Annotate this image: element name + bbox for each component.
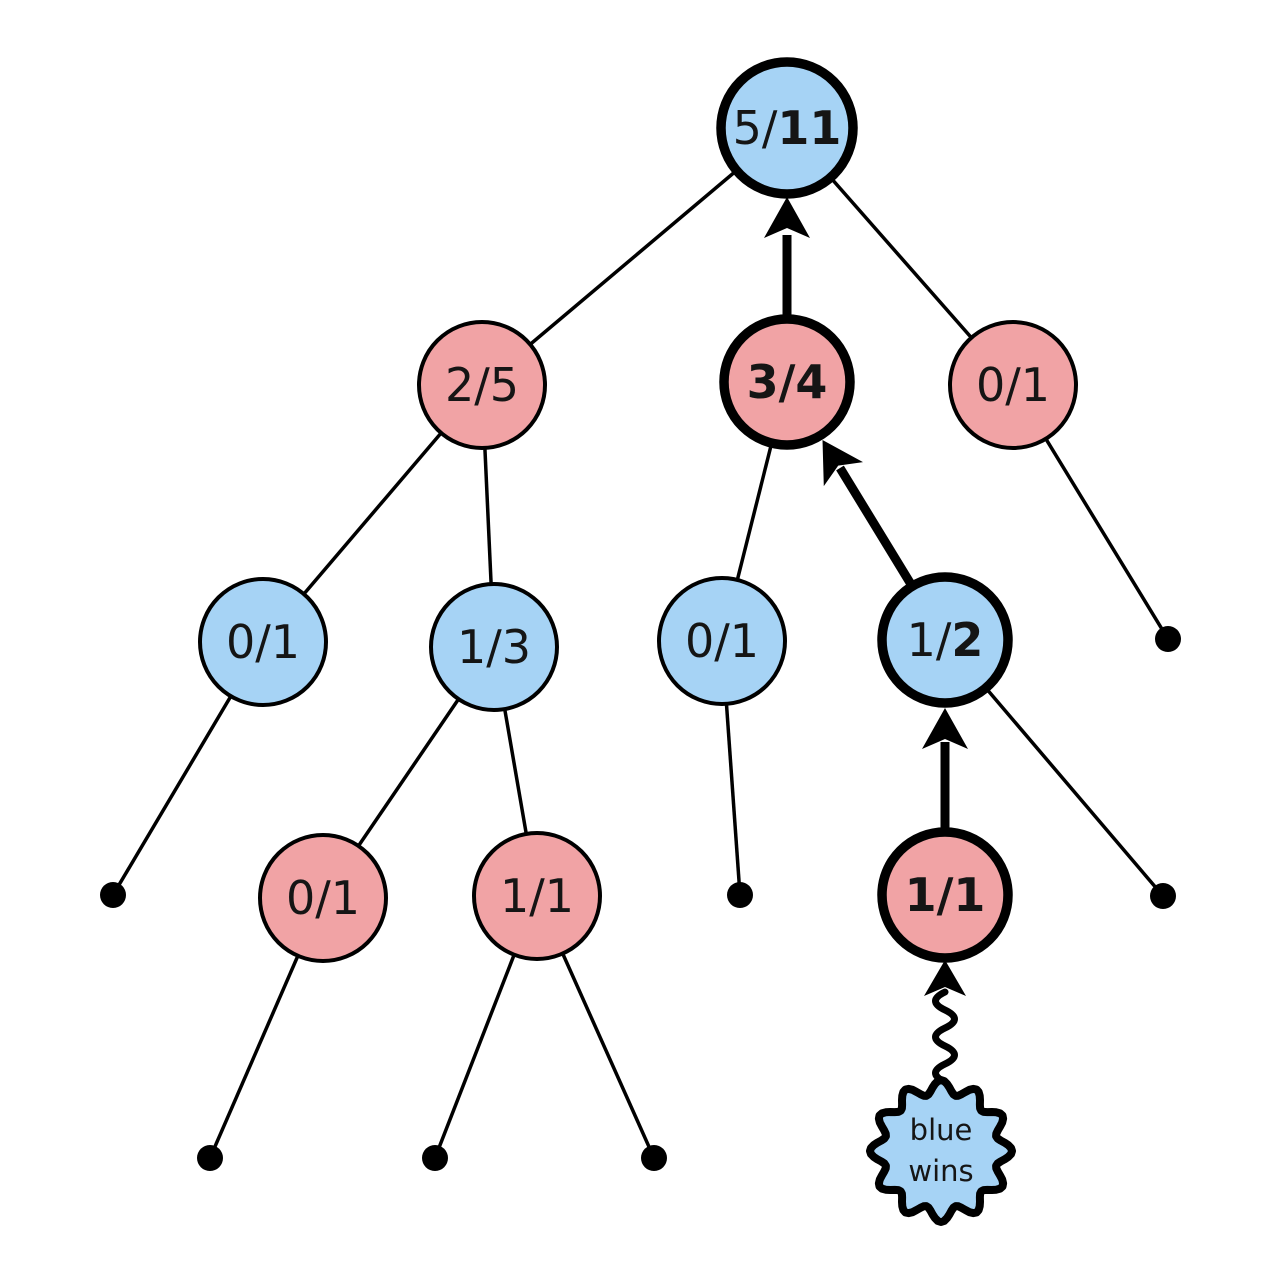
node-circle: [417, 320, 547, 450]
squiggle-line: [932, 988, 958, 1086]
node-circle: [198, 577, 328, 707]
label-regular-part: 0/1: [976, 358, 1050, 412]
label-bold-part: 11: [777, 101, 841, 155]
node-root: 5/11: [716, 57, 858, 199]
label-regular-part: 0/1: [226, 615, 300, 669]
node-circle: [716, 57, 858, 199]
label-regular-part: 1/: [907, 613, 952, 667]
backprop-arrowhead: [764, 197, 810, 238]
label-bold-part: 3/4: [747, 355, 828, 409]
node-level3-2: 1/3: [429, 582, 559, 712]
leaf-dot: [100, 882, 126, 908]
backprop-arrowhead: [822, 440, 863, 487]
node-circle: [877, 827, 1013, 963]
badge-text-line1: blue: [910, 1113, 973, 1147]
leaf-dot: [197, 1145, 223, 1171]
label-bold-part: 1/1: [905, 868, 986, 922]
node-label: 1/1: [905, 868, 986, 922]
label-regular-part: 5/: [733, 101, 778, 155]
node-circle: [877, 572, 1013, 708]
node-level4-3: 1/1: [877, 827, 1013, 963]
blue-wins-badge: blue wins: [866, 1076, 1016, 1226]
leaf-dot: [641, 1145, 667, 1171]
label-regular-part: 1/3: [457, 620, 531, 674]
squiggle-arrowhead: [924, 960, 966, 996]
leaf-dots: [100, 626, 1181, 1171]
node-level2-mid: 3/4: [719, 314, 855, 450]
backprop-arrows: [764, 197, 968, 895]
node-label: 0/1: [685, 614, 759, 668]
node-label: 0/1: [976, 358, 1050, 412]
node-label: 1/3: [457, 620, 531, 674]
node-level2-left: 2/5: [417, 320, 547, 450]
node-circle: [948, 320, 1078, 450]
node-level3-4: 1/2: [877, 572, 1013, 708]
leaf-dot: [1155, 626, 1181, 652]
node-label: 2/5: [445, 358, 519, 412]
node-level3-1: 0/1: [198, 577, 328, 707]
node-level2-right: 0/1: [948, 320, 1078, 450]
leaf-dot: [1150, 883, 1176, 909]
node-label: 1/1: [500, 869, 574, 923]
node-circle: [429, 582, 559, 712]
node-label: 0/1: [226, 615, 300, 669]
node-label: 5/11: [733, 101, 842, 155]
badge-text-line2: wins: [908, 1154, 973, 1188]
node-label: 1/2: [907, 613, 984, 667]
leaf-dot: [727, 882, 753, 908]
node-label: 0/1: [286, 871, 360, 925]
label-regular-part: 0/1: [286, 871, 360, 925]
node-circle: [258, 833, 388, 963]
label-regular-part: 1/1: [500, 869, 574, 923]
label-regular-part: 2/5: [445, 358, 519, 412]
label-regular-part: 0/1: [685, 614, 759, 668]
label-bold-part: 2: [951, 613, 983, 667]
node-level4-2: 1/1: [472, 831, 602, 961]
node-circle: [472, 831, 602, 961]
node-level3-3: 0/1: [657, 576, 787, 706]
rollout-squiggle-arrow: [924, 960, 966, 1086]
node-circle: [719, 314, 855, 450]
starburst-shape: [866, 1076, 1016, 1226]
node-level4-1: 0/1: [258, 833, 388, 963]
leaf-dot: [422, 1145, 448, 1171]
node-circle: [657, 576, 787, 706]
node-label: 3/4: [747, 355, 828, 409]
backprop-arrowhead: [922, 708, 968, 749]
